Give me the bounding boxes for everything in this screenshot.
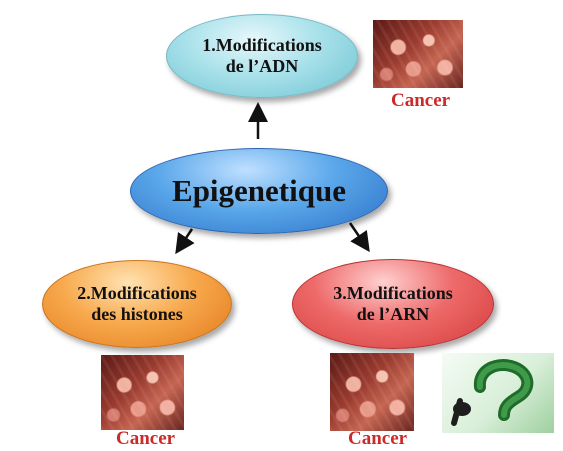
node-dna-modifications: 1.Modifications de l’ADN bbox=[166, 14, 358, 98]
node-arn-line2: de l’ARN bbox=[356, 304, 430, 324]
cancer-cell-image bbox=[330, 353, 414, 431]
node-adn-line2: de l’ADN bbox=[225, 56, 299, 76]
node-histone-modifications: 2.Modifications des histones bbox=[42, 260, 232, 348]
question-mark-icon bbox=[442, 353, 554, 433]
node-epigenetics: Epigenetique bbox=[130, 148, 388, 234]
node-rna-modifications: 3.Modifications de l’ARN bbox=[292, 259, 494, 349]
node-center-label: Epigenetique bbox=[172, 173, 346, 209]
cancer-label: Cancer bbox=[116, 428, 176, 449]
arrow-to-histones bbox=[175, 228, 195, 255]
node-arn-line1: 3.Modifications bbox=[333, 283, 453, 304]
cancer-cell-image bbox=[101, 355, 184, 430]
node-adn-line1: 1.Modifications bbox=[202, 35, 322, 56]
cancer-label: Cancer bbox=[348, 428, 408, 449]
cancer-cell-image bbox=[373, 20, 463, 88]
node-histones-line2: des histones bbox=[91, 304, 183, 324]
arrow-to-arn bbox=[348, 222, 370, 253]
node-histones-line1: 2.Modifications bbox=[77, 283, 197, 304]
cancer-label: Cancer bbox=[391, 90, 451, 111]
